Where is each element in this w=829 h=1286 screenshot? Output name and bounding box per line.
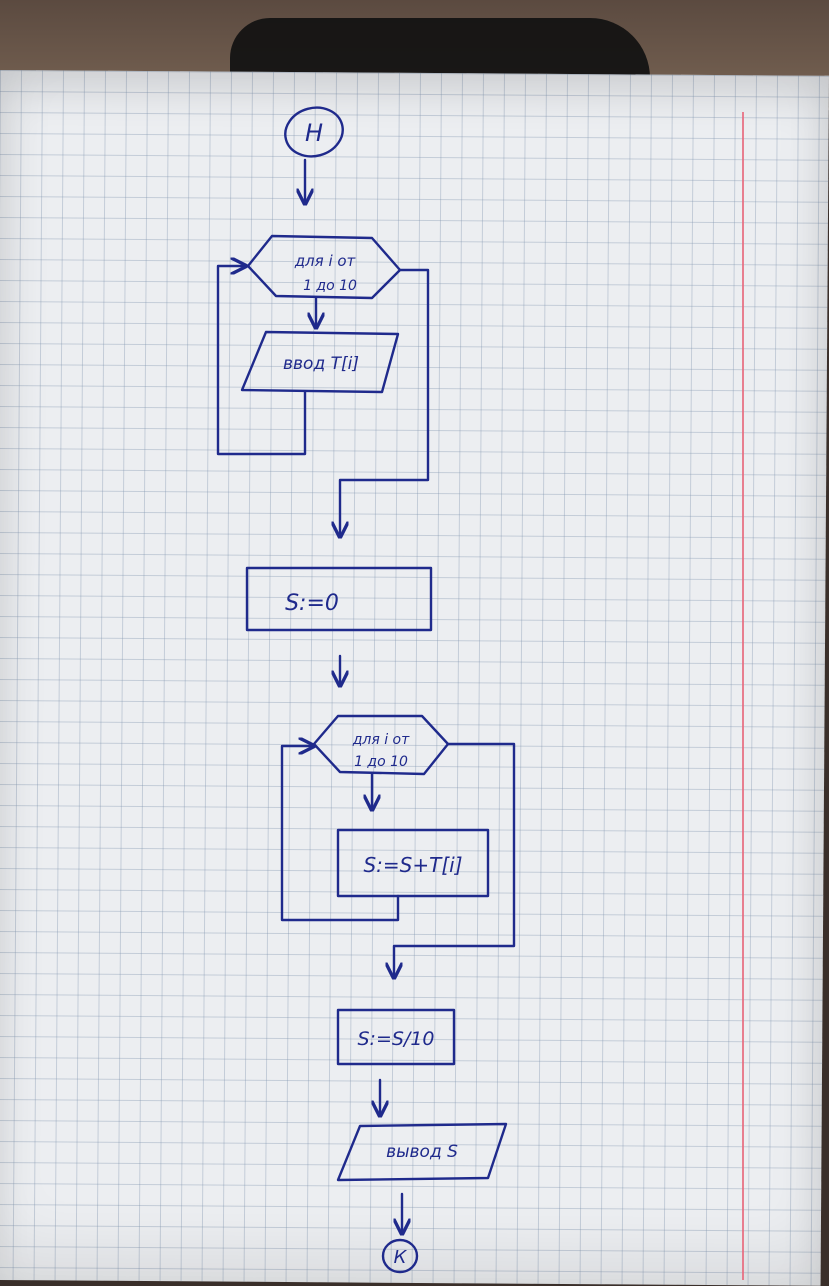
- input-label: ввод T[i]: [283, 354, 359, 374]
- loop2-exit-arrow: [394, 742, 516, 976]
- output-label: вывод S: [386, 1142, 458, 1162]
- loop2-back-arrow: [280, 746, 400, 922]
- loop1-header-line1: для i от: [294, 252, 357, 270]
- notebook-margin-line: [742, 112, 744, 1280]
- init-process-block: S:=0: [245, 566, 433, 632]
- loop1-back-arrow: [216, 266, 307, 456]
- input-block: ввод T[i]: [240, 330, 400, 394]
- avg-label: S:=S/10: [357, 1028, 434, 1050]
- loop2-header-line2: 1 до 10: [354, 754, 408, 770]
- sum-label: S:=S+T[i]: [363, 853, 462, 877]
- loop1-header: для i от 1 до 10: [246, 234, 402, 300]
- output-block: вывод S: [336, 1122, 508, 1182]
- start-terminal: Н: [284, 106, 344, 158]
- sum-process-block: S:=S+T[i]: [336, 828, 490, 898]
- loop2-header: для i от 1 до 10: [312, 714, 450, 776]
- loop1-header-line2: 1 до 10: [303, 278, 357, 294]
- start-label: Н: [305, 119, 323, 147]
- loop1-exit-arrow: [340, 268, 430, 535]
- init-label: S:=0: [285, 591, 339, 616]
- end-label: К: [394, 1247, 408, 1268]
- loop2-header-line1: для i от: [352, 732, 410, 748]
- end-terminal: К: [381, 1238, 419, 1274]
- avg-process-block: S:=S/10: [336, 1008, 456, 1066]
